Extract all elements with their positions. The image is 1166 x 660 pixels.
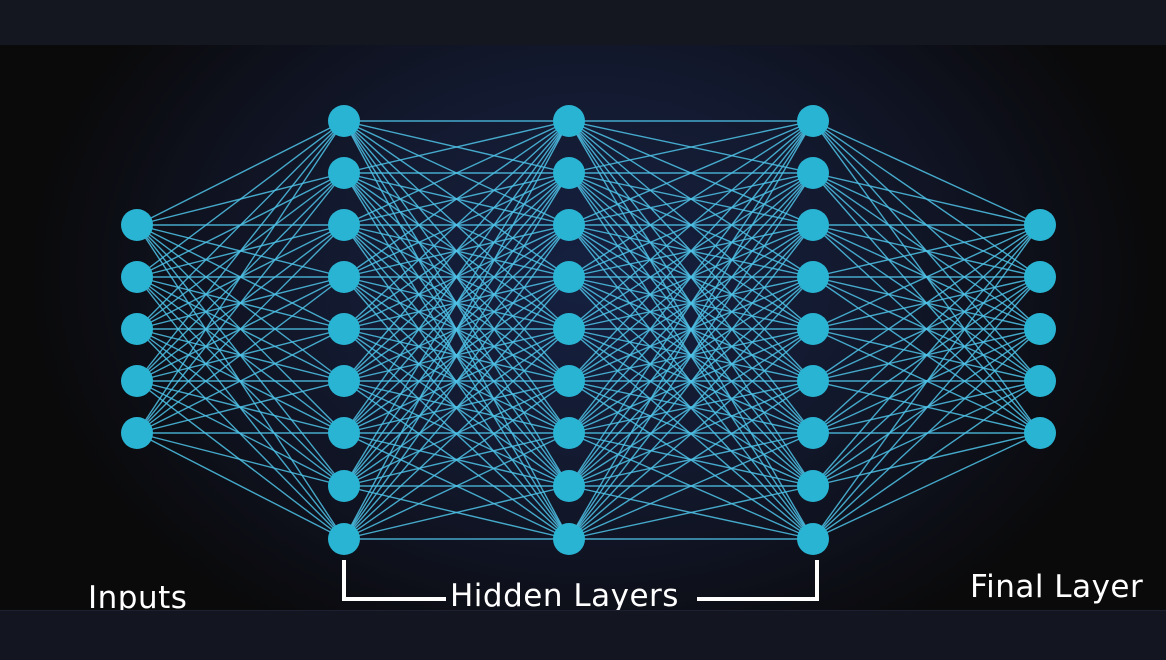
connection-line <box>812 224 1041 382</box>
hidden-2-neuron <box>553 470 585 502</box>
connection-line <box>136 380 345 434</box>
connection-line <box>568 485 814 540</box>
hidden-1-neuron <box>328 261 360 293</box>
connection-line <box>568 120 814 330</box>
output-neuron <box>1024 261 1056 293</box>
connection-line <box>568 328 814 540</box>
connection-line <box>136 120 345 434</box>
hidden-2-neuron <box>553 105 585 137</box>
connection-line <box>812 224 1041 434</box>
output-neuron <box>1024 417 1056 449</box>
connection-line <box>343 120 570 434</box>
neurons <box>121 105 1056 555</box>
hidden-1-neuron <box>328 417 360 449</box>
connection-line <box>343 120 570 226</box>
connection-line <box>343 120 570 174</box>
input-neuron <box>121 313 153 345</box>
connection-line <box>812 276 1041 540</box>
connection-line <box>136 120 345 226</box>
connection-line <box>343 380 570 540</box>
connection-line <box>812 224 1041 278</box>
connection-line <box>136 224 345 434</box>
hidden-3-neuron <box>797 523 829 555</box>
connection-line <box>812 380 1041 540</box>
hidden-2-neuron <box>553 313 585 345</box>
connection-line <box>343 120 570 540</box>
connection-line <box>568 172 814 540</box>
hidden-3-neuron <box>797 470 829 502</box>
bottom-bar <box>0 610 1166 660</box>
connection-line <box>136 328 345 434</box>
connection-line <box>568 120 814 487</box>
input-neuron <box>121 365 153 397</box>
output-neuron <box>1024 209 1056 241</box>
connection-line <box>568 276 814 540</box>
connection-line <box>343 120 570 278</box>
hidden-3-neuron <box>797 365 829 397</box>
hidden-2-neuron <box>553 365 585 397</box>
connection-line <box>812 224 1041 540</box>
hidden-3-neuron <box>797 157 829 189</box>
hidden-1-neuron <box>328 157 360 189</box>
connection-line <box>343 485 570 540</box>
hidden-1-neuron <box>328 313 360 345</box>
connection-line <box>343 328 570 540</box>
hidden-1-neuron <box>328 209 360 241</box>
hidden-2-neuron <box>553 209 585 241</box>
hidden-1-neuron <box>328 105 360 137</box>
connection-line <box>812 120 1041 226</box>
connection-line <box>812 328 1041 540</box>
hidden-2-neuron <box>553 157 585 189</box>
connection-line <box>343 120 570 382</box>
input-neuron <box>121 417 153 449</box>
connection-line <box>136 432 345 487</box>
connection-line <box>343 432 570 540</box>
connection-line <box>136 120 345 382</box>
hidden-1-neuron <box>328 365 360 397</box>
connection-line <box>343 120 570 330</box>
hidden-1-neuron <box>328 470 360 502</box>
connection-line <box>568 120 814 540</box>
hidden-layers-label: Hidden Layers <box>450 578 679 614</box>
connection-line <box>568 380 814 540</box>
connection-line <box>812 224 1041 487</box>
top-bar <box>0 0 1166 45</box>
hidden-3-neuron <box>797 105 829 137</box>
connection-line <box>343 120 570 487</box>
hidden-layers-bracket-right <box>697 560 819 601</box>
hidden-3-neuron <box>797 313 829 345</box>
connection-line <box>812 172 1041 226</box>
connection-line <box>343 224 570 540</box>
connection-line <box>136 276 345 434</box>
connection-line <box>568 120 814 278</box>
hidden-3-neuron <box>797 209 829 241</box>
connection-line <box>343 276 570 540</box>
hidden-2-neuron <box>553 417 585 449</box>
connection-line <box>568 120 814 226</box>
connection-line <box>568 120 814 174</box>
connection-line <box>812 224 1041 330</box>
connection-line <box>568 120 814 434</box>
input-neuron <box>121 209 153 241</box>
hidden-1-neuron <box>328 523 360 555</box>
connection-line <box>136 432 345 540</box>
connection-line <box>136 120 345 330</box>
connection-line <box>568 120 814 382</box>
connection-line <box>136 120 345 278</box>
connection-line <box>136 172 345 434</box>
final-layer-label: Final Layer <box>970 569 1144 605</box>
hidden-layers-bracket-left <box>342 560 446 601</box>
connection-line <box>812 432 1041 540</box>
connection-line <box>568 432 814 540</box>
connection-line <box>343 172 570 540</box>
hidden-3-neuron <box>797 417 829 449</box>
hidden-3-neuron <box>797 261 829 293</box>
hidden-2-neuron <box>553 261 585 293</box>
output-neuron <box>1024 365 1056 397</box>
hidden-2-neuron <box>553 523 585 555</box>
output-neuron <box>1024 313 1056 345</box>
input-neuron <box>121 261 153 293</box>
connections <box>136 120 1041 540</box>
connection-line <box>568 224 814 540</box>
